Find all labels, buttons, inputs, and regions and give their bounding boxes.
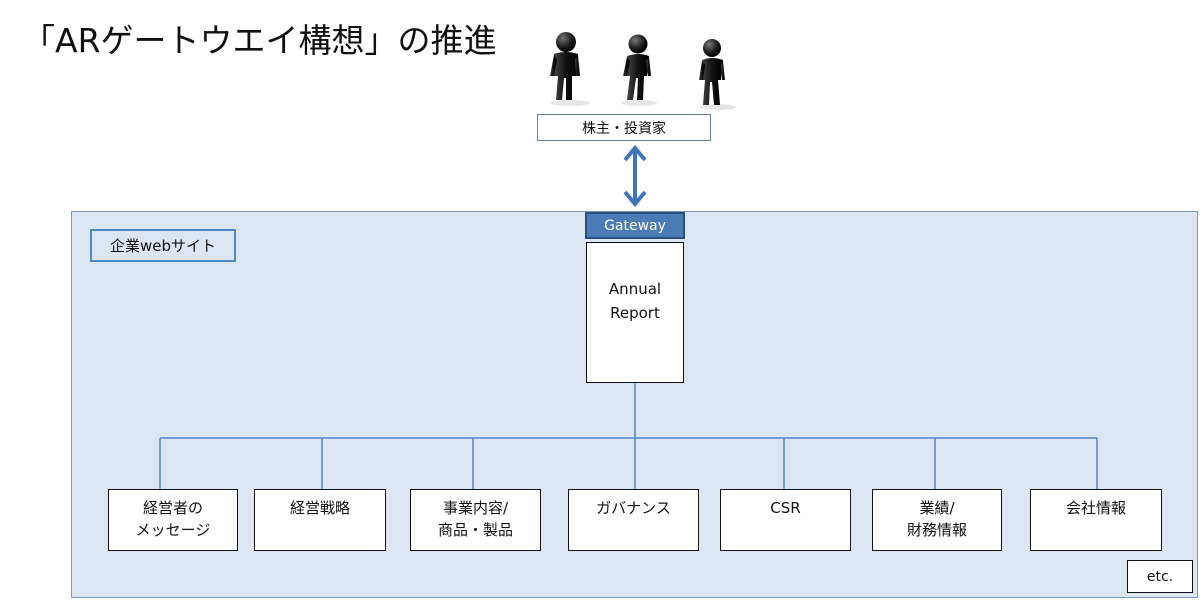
category-label: CSR	[770, 499, 801, 517]
annual-report-line1: Annual	[608, 280, 662, 298]
category-label: 財務情報	[906, 521, 967, 539]
etc-box: etc.	[1127, 560, 1193, 593]
investor-figure-3-icon	[699, 39, 725, 105]
category-label: 会社情報	[1065, 499, 1126, 517]
annual-report-box: Annual Report	[586, 242, 684, 383]
gateway-box: Gateway	[585, 212, 685, 239]
category-label: 経営戦略	[289, 499, 350, 517]
category-label: 事業内容/	[442, 499, 509, 517]
page-title: 「ARゲートウエイ構想」の推進	[22, 21, 497, 60]
category-box-business: 事業内容/ 商品・製品	[410, 489, 541, 551]
category-box-company: 会社情報	[1030, 489, 1162, 551]
category-label: 商品・製品	[437, 521, 513, 539]
double-arrow-icon	[623, 144, 647, 208]
investor-figures-icon	[550, 32, 736, 110]
category-label: メッセージ	[135, 521, 211, 539]
category-label: 経営者の	[142, 499, 203, 517]
category-box-strategy: 経営戦略	[254, 489, 386, 551]
category-box-csr: CSR	[720, 489, 851, 551]
category-box-governance: ガバナンス	[568, 489, 699, 551]
investor-figure-2-icon	[623, 34, 651, 100]
category-label: 業績/	[919, 499, 955, 517]
category-box-performance: 業績/ 財務情報	[872, 489, 1002, 551]
category-label: ガバナンス	[596, 499, 671, 517]
investors-box: 株主・投資家	[537, 114, 711, 141]
investor-figure-1-icon	[550, 32, 580, 100]
website-label: 企業webサイト	[90, 229, 236, 262]
category-box-message: 経営者の メッセージ	[108, 489, 238, 551]
annual-report-line2: Report	[610, 304, 660, 322]
